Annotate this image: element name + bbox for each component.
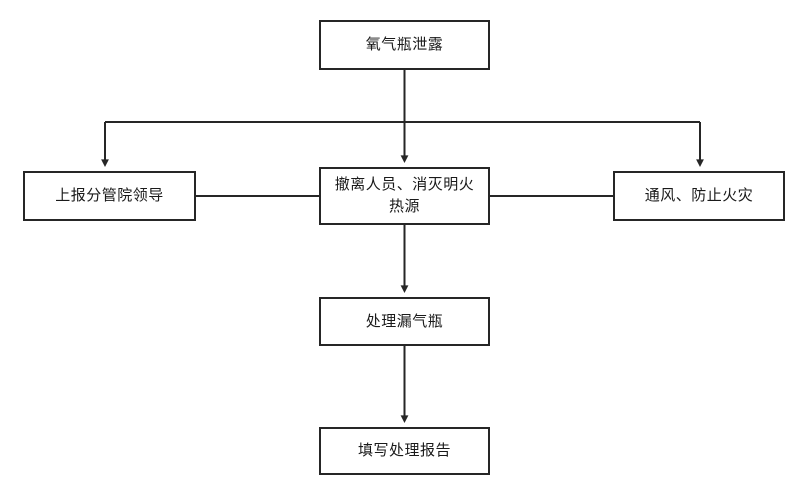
node-evacuate-and-extinguish-fire-sources[interactable]: 撤离人员、消灭明火热源 bbox=[319, 167, 490, 225]
node-label: 通风、防止火灾 bbox=[644, 186, 754, 205]
node-handle-leaking-cylinder[interactable]: 处理漏气瓶 bbox=[319, 297, 490, 346]
node-label: 上报分管院领导 bbox=[55, 186, 164, 205]
node-ventilate-prevent-fire[interactable]: 通风、防止火灾 bbox=[613, 171, 785, 221]
node-label: 氧气瓶泄露 bbox=[365, 35, 444, 54]
node-label: 填写处理报告 bbox=[357, 441, 451, 460]
node-label: 处理漏气瓶 bbox=[365, 311, 444, 330]
node-oxygen-cylinder-leak[interactable]: 氧气瓶泄露 bbox=[319, 20, 490, 70]
node-fill-out-handling-report[interactable]: 填写处理报告 bbox=[319, 427, 490, 475]
node-report-to-supervising-leader[interactable]: 上报分管院领导 bbox=[23, 171, 196, 221]
node-label: 撤离人员、消灭明火热源 bbox=[334, 175, 475, 215]
